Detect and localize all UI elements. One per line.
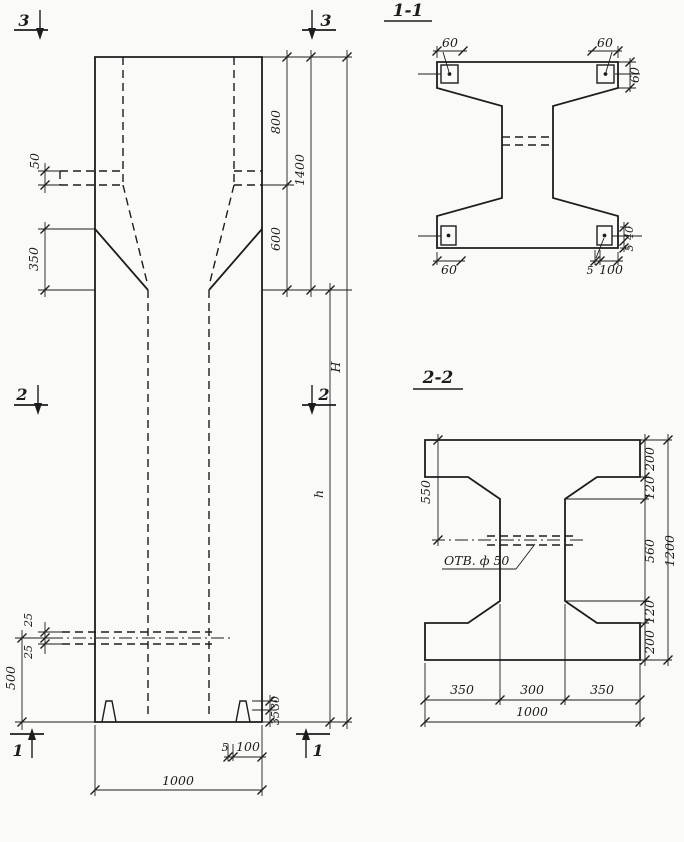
- section-marker-3-left: 3: [14, 10, 48, 40]
- dim-1400-label: 1400: [292, 154, 307, 186]
- marker-3-left-label: 3: [18, 11, 29, 30]
- dim-120-bottom-label: 120: [642, 600, 657, 624]
- dim-60-top-right-label: 60: [597, 35, 613, 50]
- hidden-edges: [59, 57, 262, 714]
- dim-600-label: 600: [268, 227, 283, 251]
- section-1-1-outline: [436, 61, 619, 249]
- column-outline: [94, 56, 263, 723]
- dim-350-right-label: 350: [590, 682, 614, 697]
- arrow-down-icon: [308, 403, 316, 415]
- dim-560-label: 560: [642, 539, 657, 563]
- dim-100-bottom-label: 100: [599, 262, 623, 277]
- dim-350-label: 350: [26, 247, 41, 271]
- hole-callout: ОТВ. ф 50: [442, 543, 536, 570]
- dim-60-bottom-left-label: 60: [441, 262, 457, 277]
- dim-800-label: 800: [268, 110, 283, 134]
- arrow-up-icon: [302, 728, 310, 740]
- dim-100-label: 100: [236, 739, 260, 754]
- dim-H-label: H: [328, 360, 343, 373]
- section-2-2-dim-lines: [424, 434, 672, 727]
- dim-1000-label: 1000: [516, 704, 548, 719]
- arrow-down-icon: [34, 403, 42, 415]
- marker-1-left-label: 1: [12, 741, 23, 760]
- dim-h-label: h: [311, 490, 326, 498]
- dim-200-top-label: 200: [642, 447, 657, 472]
- anchor-studs: [446, 72, 608, 238]
- plate-axis-lines: [418, 51, 642, 259]
- dim-5-right-label: 5: [623, 245, 636, 252]
- section-2-2-outline: [424, 439, 641, 661]
- dim-1000-label: 1000: [162, 773, 194, 788]
- section-marker-1-left: 1: [10, 728, 44, 760]
- dim-500-label: 500: [3, 666, 18, 690]
- dim-60-top-left-label: 60: [442, 35, 458, 50]
- dimension-lines: [21, 50, 348, 791]
- section-marker-1-right: 1: [296, 728, 330, 760]
- dim-550-label: 550: [418, 480, 433, 504]
- marker-2-right-label: 2: [317, 385, 329, 404]
- marker-2-left-label: 2: [15, 385, 27, 404]
- web-hole-hidden-lines: [487, 535, 573, 546]
- dim-120-top-label: 120: [642, 476, 657, 500]
- dim-25a-label: 25: [22, 613, 35, 628]
- dim-5-label: 5: [222, 741, 229, 754]
- arrow-down-icon: [36, 28, 44, 40]
- dim-50-label: 50: [27, 153, 42, 169]
- section-1-1-ticks: [431, 45, 636, 267]
- dim-30-label: 30: [269, 696, 282, 710]
- section-markers: 3 3 2 2 1 1: [10, 10, 336, 760]
- web-hole-hidden-lines: [502, 136, 553, 146]
- dim-1200-label: 1200: [662, 535, 677, 567]
- dim-200-bottom-label: 200: [642, 630, 657, 655]
- hole-callout-label: ОТВ. ф 50: [444, 553, 509, 568]
- marker-3-right-label: 3: [320, 11, 331, 30]
- section-2-2-view: 2-2 ОТВ. ф 50: [413, 368, 677, 728]
- marker-1-right-label: 1: [312, 741, 323, 760]
- dim-5-bottom-label: 5: [587, 264, 594, 277]
- section-marker-2-left: 2: [14, 385, 48, 415]
- dim-25b-label: 25: [22, 645, 35, 660]
- dim-40-right-label: 40: [623, 226, 636, 241]
- taper-edges: [94, 228, 263, 291]
- section-2-2-title: 2-2: [422, 368, 454, 388]
- section-marker-3-right: 3: [302, 10, 336, 40]
- base-anchor-slots: [101, 700, 251, 723]
- dim-35-label: 35: [269, 711, 282, 725]
- arrow-up-icon: [28, 728, 36, 740]
- section-1-1-view: 1-1: [384, 1, 642, 277]
- dim-60-right-label: 60: [627, 67, 642, 83]
- section-marker-2-right: 2: [302, 385, 336, 415]
- elevation-view: [50, 56, 263, 723]
- arrow-down-icon: [308, 28, 316, 40]
- section-1-1-dim-lines: [433, 46, 636, 265]
- anchor-plates: [440, 64, 615, 246]
- dim-350-left-label: 350: [450, 682, 474, 697]
- elevation-dimensions: 50 350 25 25 500 800 600 1400 h H 1000 5…: [3, 50, 353, 796]
- dim-300-label: 300: [520, 682, 544, 697]
- extension-lines: [15, 56, 352, 796]
- section-1-1-title: 1-1: [393, 1, 424, 21]
